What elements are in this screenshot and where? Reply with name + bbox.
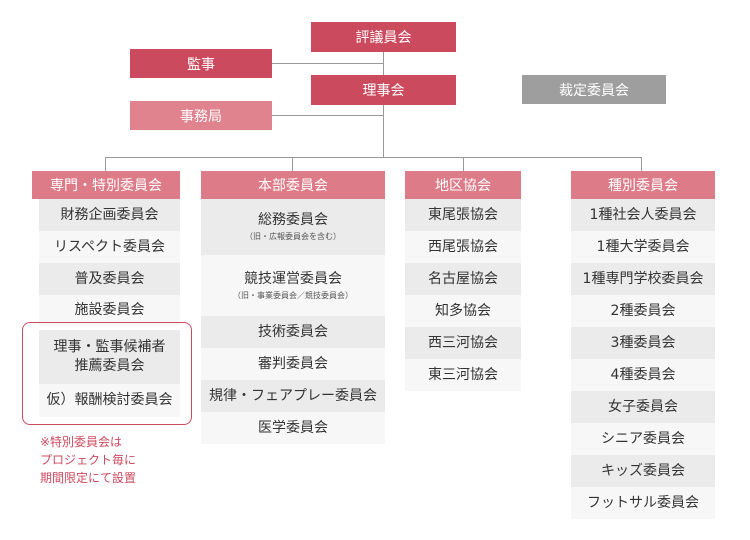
list-item-medical: 医学委員会	[201, 412, 385, 444]
list-item-label: 仮）報酬検討委員会	[46, 392, 173, 409]
secretariat-box: 事務局	[130, 101, 272, 130]
list-item-referees: 審判委員会	[201, 348, 385, 380]
connector-trunk	[383, 52, 384, 158]
connector-columns	[105, 157, 642, 158]
list-item-respect: リスペクト委員会	[39, 231, 180, 263]
list-item-label: 名古屋協会	[428, 270, 498, 287]
list-item-higashi-owari: 東尾張協会	[405, 199, 521, 231]
list-item-label: 西尾張協会	[428, 238, 498, 255]
list-item-label: 知多協会	[435, 302, 491, 319]
list-item-nagoya: 名古屋協会	[405, 263, 521, 295]
list-item-nomination: 理事・監事候補者 推薦委員会	[39, 330, 180, 384]
list-item-cat-1-university: 1種大学委員会	[571, 231, 715, 263]
list-item-competition-operations: 競技運営委員会 （旧・事業委員会／競技委員会）	[201, 255, 385, 316]
list-item-nishi-mikawa: 西三河協会	[405, 327, 521, 359]
list-item-label: 医学委員会	[258, 419, 328, 436]
list-item-cat-1-vocational: 1種専門学校委員会	[571, 263, 715, 295]
list-item-label: 女子委員会	[608, 398, 678, 415]
list-item-promotion: 普及委員会	[39, 263, 180, 295]
list-item-futsal: フットサル委員会	[571, 487, 715, 519]
list-item-finance-planning: 財務企画委員会	[39, 199, 180, 231]
heading-specialist-committees: 専門・特別委員会	[32, 171, 180, 199]
connector-secretariat	[272, 115, 383, 116]
list-item-cat-1-adult: 1種社会人委員会	[571, 199, 715, 231]
list-item-women: 女子委員会	[571, 391, 715, 423]
connector-auditor	[272, 63, 383, 64]
list-item-senior: シニア委員会	[571, 423, 715, 455]
heading-category-committees: 種別委員会	[571, 171, 715, 199]
list-item-technical: 技術委員会	[201, 316, 385, 348]
connector-col3	[463, 157, 464, 172]
list-item-label: 1種大学委員会	[596, 238, 690, 255]
list-item-label: 東三河協会	[428, 366, 498, 383]
list-item-chita: 知多協会	[405, 295, 521, 327]
list-item-label: リスペクト委員会	[53, 238, 166, 255]
council-box: 評議員会	[311, 22, 456, 52]
list-item-label: キッズ委員会	[601, 462, 685, 479]
list-item-label: 2種委員会	[610, 302, 676, 319]
list-item-label: 1種専門学校委員会	[582, 270, 704, 287]
list-item-label: 施設委員会	[74, 302, 145, 319]
connector-col2	[292, 157, 293, 172]
list-item-cat-4: 4種委員会	[571, 359, 715, 391]
connector-col1	[105, 157, 106, 172]
list-item-label: 東尾張協会	[428, 206, 498, 223]
special-committees-frame	[22, 322, 192, 425]
list-item-remuneration: 仮）報酬検討委員会	[39, 384, 180, 417]
heading-district-associations: 地区協会	[405, 171, 521, 199]
list-item-nishi-owari: 西尾張協会	[405, 231, 521, 263]
list-item-facilities: 施設委員会	[39, 295, 180, 326]
list-item-cat-3: 3種委員会	[571, 327, 715, 359]
list-item-label: 4種委員会	[610, 366, 676, 383]
list-item-general-affairs: 総務委員会 （旧・広報委員会を含む）	[201, 199, 385, 255]
list-item-label: 技術委員会	[258, 323, 328, 340]
list-item-cat-2: 2種委員会	[571, 295, 715, 327]
list-item-kids: キッズ委員会	[571, 455, 715, 487]
connector-col4	[641, 157, 642, 172]
board-box: 理事会	[311, 75, 456, 105]
list-item-label: 西三河協会	[428, 334, 498, 351]
list-item-label: 審判委員会	[258, 355, 328, 372]
list-item-discipline-fairplay: 規律・フェアプレー委員会	[201, 380, 385, 412]
list-item-sublabel: （旧・広報委員会を含む）	[245, 232, 341, 242]
list-item-label: 3種委員会	[610, 334, 676, 351]
list-item-label: 理事・監事候補者 推薦委員会	[53, 339, 166, 374]
list-item-label: 規律・フェアプレー委員会	[209, 387, 377, 404]
list-item-higashi-mikawa: 東三河協会	[405, 359, 521, 391]
special-committee-note: ※特別委員会は プロジェクト毎に 期間限定にて設置	[40, 435, 137, 485]
list-item-label: 普及委員会	[74, 270, 145, 287]
list-item-label: フットサル委員会	[587, 494, 699, 511]
list-item-label: 財務企画委員会	[60, 206, 159, 223]
adjudication-box: 裁定委員会	[522, 75, 666, 104]
list-item-label: 競技運営委員会	[244, 270, 342, 287]
list-item-label: 総務委員会	[258, 212, 328, 229]
heading-headquarters-committees: 本部委員会	[201, 171, 385, 199]
auditor-box: 監事	[130, 49, 272, 78]
list-item-label: 1種社会人委員会	[589, 206, 697, 223]
list-item-label: シニア委員会	[601, 430, 685, 447]
list-item-sublabel: （旧・事業委員会／競技委員会）	[233, 290, 353, 300]
